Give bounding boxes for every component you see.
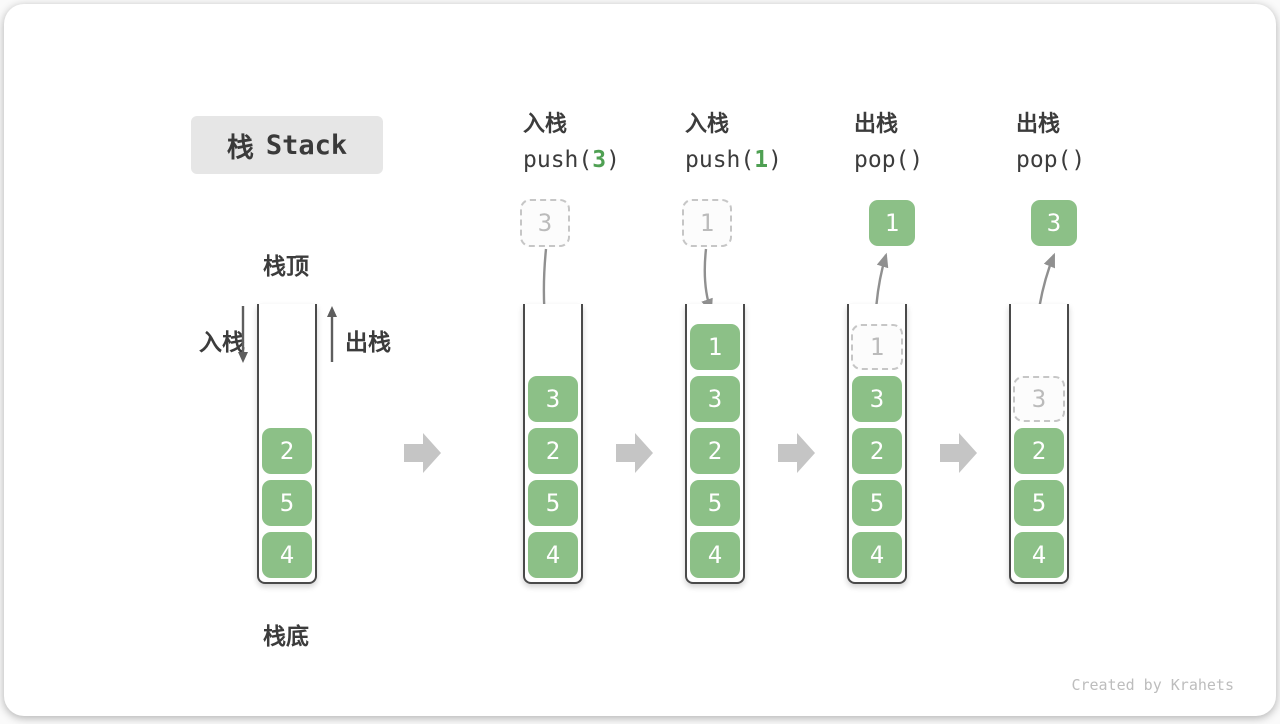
stack-block: 2 bbox=[1014, 428, 1064, 474]
incoming-value-ghost: 1 bbox=[682, 199, 732, 247]
stage-transition-arrow-icon bbox=[404, 433, 441, 473]
op-code-pre: pop() bbox=[854, 147, 924, 173]
incoming-value-ghost: 3 bbox=[520, 199, 570, 247]
operation-name-zh: 出栈 bbox=[1016, 112, 1061, 137]
title-en: Stack bbox=[265, 129, 348, 161]
op-code-pre: push( bbox=[685, 147, 755, 173]
op-code-pre: pop() bbox=[1016, 147, 1086, 173]
diagram-title-box: 栈 Stack bbox=[191, 116, 383, 174]
stack-stage-2: 入栈 push(3) 3 3 2 5 4 bbox=[520, 4, 620, 724]
stack-block: 4 bbox=[262, 532, 312, 578]
stack-block: 2 bbox=[262, 428, 312, 474]
stack-block: 5 bbox=[690, 480, 740, 526]
op-code-post: ) bbox=[768, 147, 782, 173]
push-direction-label: 入栈 bbox=[199, 330, 245, 356]
stage-transition-arrow-icon bbox=[778, 433, 815, 473]
operation-label: 入栈 push(1) bbox=[685, 112, 782, 174]
operation-name-zh: 入栈 bbox=[523, 112, 568, 137]
stack-block: 3 bbox=[690, 376, 740, 422]
op-code-pre: push( bbox=[523, 147, 593, 173]
stack-block: 2 bbox=[528, 428, 578, 474]
stack-block: 3 bbox=[528, 376, 578, 422]
removed-value-ghost: 3 bbox=[1013, 376, 1065, 422]
popped-value-box: 3 bbox=[1031, 200, 1077, 246]
stack-block: 3 bbox=[852, 376, 902, 422]
stack-stage-1: 2 5 4 bbox=[257, 4, 317, 724]
pop-direction-label: 出栈 bbox=[345, 330, 391, 356]
operation-label: 出栈 pop() bbox=[854, 112, 923, 174]
stack-stage-5: 出栈 pop() 3 3 2 5 4 bbox=[1009, 4, 1085, 724]
operation-code: push(1) bbox=[685, 147, 782, 173]
stack-block: 5 bbox=[852, 480, 902, 526]
stack-block: 2 bbox=[690, 428, 740, 474]
stage-transition-arrow-icon bbox=[616, 433, 653, 473]
op-code-post: ) bbox=[606, 147, 620, 173]
operation-name-zh: 出栈 bbox=[854, 112, 899, 137]
operation-label: 出栈 pop() bbox=[1016, 112, 1085, 174]
stack-block: 2 bbox=[852, 428, 902, 474]
stack-stage-3: 入栈 push(1) 1 1 3 2 5 4 bbox=[682, 4, 782, 724]
diagram-card: 栈 Stack 栈顶 栈底 入栈 出栈 2 5 4 入栈 push(3) 3 bbox=[4, 4, 1276, 716]
operation-code: pop() bbox=[1016, 147, 1085, 173]
operation-code: push(3) bbox=[523, 147, 620, 173]
stack-block: 5 bbox=[1014, 480, 1064, 526]
stack-block: 4 bbox=[690, 532, 740, 578]
title-zh: 栈 bbox=[226, 132, 254, 164]
stack-top-label: 栈顶 bbox=[263, 254, 309, 280]
op-code-arg: 3 bbox=[592, 147, 607, 173]
removed-value-ghost: 1 bbox=[851, 324, 903, 370]
stack-stage-4: 出栈 pop() 1 1 3 2 5 4 bbox=[847, 4, 923, 724]
stack-block: 5 bbox=[528, 480, 578, 526]
stack-block: 4 bbox=[528, 532, 578, 578]
popped-value-box: 1 bbox=[869, 200, 915, 246]
op-code-arg: 1 bbox=[754, 147, 769, 173]
stack-block: 1 bbox=[690, 324, 740, 370]
operation-name-zh: 入栈 bbox=[685, 112, 730, 137]
operation-code: pop() bbox=[854, 147, 923, 173]
pop-up-arrow-icon bbox=[327, 306, 337, 362]
stack-bottom-label: 栈底 bbox=[263, 624, 309, 650]
stack-block: 4 bbox=[852, 532, 902, 578]
push-pop-direction-arrows-icon bbox=[238, 306, 337, 363]
stack-block: 4 bbox=[1014, 532, 1064, 578]
push-down-arrow-icon bbox=[238, 306, 248, 363]
stage-transition-arrow-icon bbox=[940, 433, 977, 473]
operation-label: 入栈 push(3) bbox=[523, 112, 620, 174]
watermark: Created by Krahets bbox=[1071, 676, 1234, 694]
stack-block: 5 bbox=[262, 480, 312, 526]
